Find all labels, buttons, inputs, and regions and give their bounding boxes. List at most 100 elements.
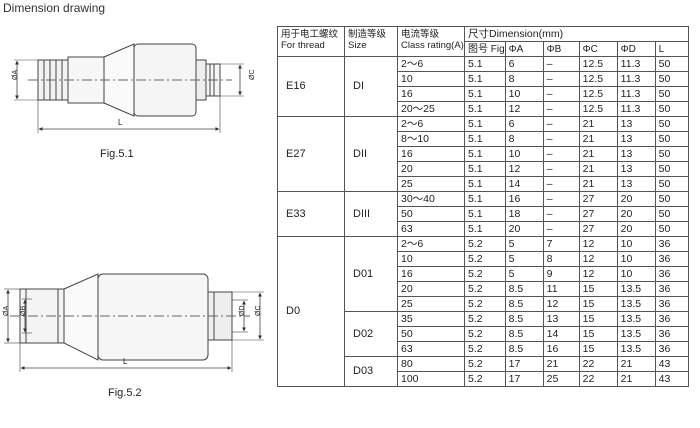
c-cell: 21 (578, 116, 618, 132)
d-cell: 11.3 (616, 101, 656, 117)
d-cell: 11.3 (616, 86, 656, 102)
l-cell: 43 (654, 371, 689, 387)
a-cell: 14 (504, 176, 544, 192)
rating-cell: 30～40 (397, 191, 465, 207)
l-cell: 36 (654, 236, 689, 252)
b-cell: – (542, 221, 580, 237)
fig-cell: 5.1 (464, 146, 506, 162)
rating-cell: 20 (397, 281, 465, 297)
l-cell: 50 (654, 146, 689, 162)
l-cell: 50 (654, 206, 689, 222)
rating-cell: 50 (397, 326, 465, 342)
c-cell: 15 (578, 341, 618, 357)
fig-cell: 5.2 (464, 296, 506, 312)
size-cell: D03 (344, 356, 398, 387)
d-cell: 21 (616, 371, 656, 387)
a-cell: 5 (504, 251, 544, 267)
rating-cell: 8～10 (397, 131, 465, 147)
fig-cell: 5.1 (464, 56, 506, 72)
fig-caption-5-2: Fig.5.2 (108, 387, 142, 399)
rating-cell: 16 (397, 266, 465, 282)
fig-cell: 5.2 (464, 266, 506, 282)
b-cell: – (542, 101, 580, 117)
rating-cell: 16 (397, 86, 465, 102)
c-cell: 12.5 (578, 56, 618, 72)
c-cell: 12 (578, 266, 618, 282)
a-cell: 8 (504, 71, 544, 87)
fig-cell: 5.2 (464, 356, 506, 372)
d-cell: 13.5 (616, 311, 656, 327)
c-cell: 15 (578, 296, 618, 312)
c-cell: 15 (578, 311, 618, 327)
a-cell: 20 (504, 221, 544, 237)
b-cell: 14 (542, 326, 580, 342)
rating-cell: 20 (397, 161, 465, 177)
fig-cell: 5.1 (464, 71, 506, 87)
rating-cell: 80 (397, 356, 465, 372)
a-cell: 10 (504, 146, 544, 162)
header-l: L (654, 41, 689, 57)
size-cell: D01 (344, 236, 398, 312)
d-cell: 13.5 (616, 296, 656, 312)
b-cell: 11 (542, 281, 580, 297)
size-cell: DI (344, 56, 398, 117)
a-cell: 8.5 (504, 281, 544, 297)
a-cell: 18 (504, 206, 544, 222)
b-cell: – (542, 86, 580, 102)
b-cell: 9 (542, 266, 580, 282)
rating-cell: 50 (397, 206, 465, 222)
dim-label-l-fig2: L (123, 357, 128, 366)
d-cell: 13 (616, 146, 656, 162)
a-cell: 8.5 (504, 311, 544, 327)
l-cell: 36 (654, 326, 689, 342)
dim-label-a-fig2: ØA (3, 306, 10, 316)
fig-cell: 5.1 (464, 206, 506, 222)
b-cell: – (542, 146, 580, 162)
c-cell: 27 (578, 191, 618, 207)
d-cell: 13.5 (616, 326, 656, 342)
l-cell: 36 (654, 266, 689, 282)
c-cell: 21 (578, 161, 618, 177)
fig-cell: 5.1 (464, 86, 506, 102)
size-cell: DII (344, 116, 398, 192)
d-cell: 13 (616, 176, 656, 192)
d-cell: 20 (616, 221, 656, 237)
fuse-drawing-fig-5-1 (14, 43, 244, 133)
header-dimension: 尺寸Dimension(mm) (464, 26, 689, 42)
d-cell: 10 (616, 266, 656, 282)
fuse-drawing-fig-5-2 (4, 273, 264, 372)
a-cell: 8.5 (504, 326, 544, 342)
l-cell: 50 (654, 116, 689, 132)
l-cell: 36 (654, 251, 689, 267)
rating-cell: 10 (397, 251, 465, 267)
a-cell: 12 (504, 161, 544, 177)
a-cell: 5 (504, 236, 544, 252)
header-d: ΦD (616, 41, 656, 57)
b-cell: 21 (542, 356, 580, 372)
d-cell: 13 (616, 161, 656, 177)
fig-caption-5-1: Fig.5.1 (100, 148, 134, 160)
b-cell: – (542, 161, 580, 177)
page-heading: Dimension drawing (3, 1, 106, 15)
a-cell: 8 (504, 131, 544, 147)
d-cell: 10 (616, 251, 656, 267)
header-b: ΦB (542, 41, 580, 57)
l-cell: 50 (654, 221, 689, 237)
rating-cell: 63 (397, 341, 465, 357)
a-cell: 5 (504, 266, 544, 282)
thread-cell: E33 (277, 191, 345, 237)
dim-label-a-fig1: ØA (12, 70, 19, 80)
d-cell: 20 (616, 191, 656, 207)
fig-cell: 5.1 (464, 101, 506, 117)
a-cell: 6 (504, 56, 544, 72)
dimension-drawings: ØA ØC L ØA ØB Ø (3, 43, 264, 372)
b-cell: – (542, 206, 580, 222)
dim-label-l-fig1: L (118, 118, 123, 127)
a-cell: 6 (504, 116, 544, 132)
c-cell: 21 (578, 146, 618, 162)
